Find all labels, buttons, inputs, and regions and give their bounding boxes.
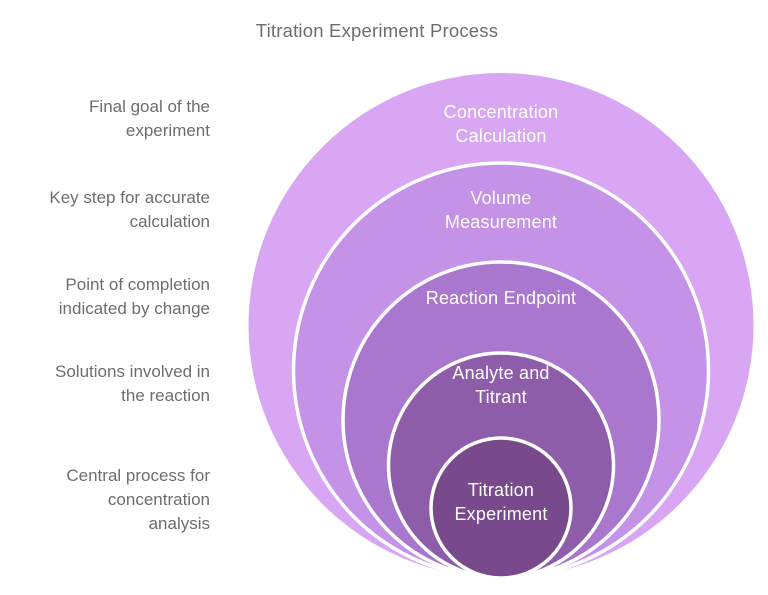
ring-label-reaction-endpoint: Reaction Endpoint xyxy=(426,286,577,310)
ring-label-line: Calculation xyxy=(455,126,547,146)
annotation-final-goal: Final goal of the experiment xyxy=(89,95,210,143)
ring-label-line: Analyte and xyxy=(452,363,550,383)
ring-label-analyte-and-titrant: Analyte and Titrant xyxy=(452,361,549,409)
annotation-central-process: Central process for concentration analys… xyxy=(66,464,210,536)
annotation-line: Final goal of the xyxy=(89,97,210,116)
ring-label-concentration-calculation: Concentration Calculation xyxy=(444,100,559,148)
annotation-line: the reaction xyxy=(121,386,210,405)
annotation-line: Solutions involved in xyxy=(55,362,210,381)
annotation-line: experiment xyxy=(125,121,210,140)
annotation-line: analysis xyxy=(148,514,210,533)
annotation-line: Key step for accurate xyxy=(49,188,210,207)
annotation-line: indicated by change xyxy=(58,299,210,318)
annotation-line: Central process for xyxy=(66,466,210,485)
annotation-key-step: Key step for accurate calculation xyxy=(49,186,210,234)
ring-label-line: Measurement xyxy=(444,212,558,232)
ring-label-line: Titration xyxy=(467,480,535,500)
ring-label-line: Concentration xyxy=(443,102,559,122)
ring-label-line: Experiment xyxy=(454,504,548,524)
annotation-line: calculation xyxy=(129,212,210,231)
ring-label-line: Reaction Endpoint xyxy=(425,288,577,308)
circle-titration-experiment xyxy=(429,436,573,580)
annotation-point-of-completion: Point of completion indicated by change xyxy=(59,273,210,321)
ring-label-titration-experiment: Titration Experiment xyxy=(454,478,547,526)
page-title: Titration Experiment Process xyxy=(255,20,499,41)
annotation-solutions-involved: Solutions involved in the reaction xyxy=(55,360,210,408)
ring-label-line: Volume xyxy=(470,188,532,208)
annotation-line: concentration xyxy=(107,490,210,509)
annotation-line: Point of completion xyxy=(65,275,210,294)
ring-label-line: Titrant xyxy=(475,387,527,407)
ring-label-volume-measurement: Volume Measurement xyxy=(445,186,557,234)
